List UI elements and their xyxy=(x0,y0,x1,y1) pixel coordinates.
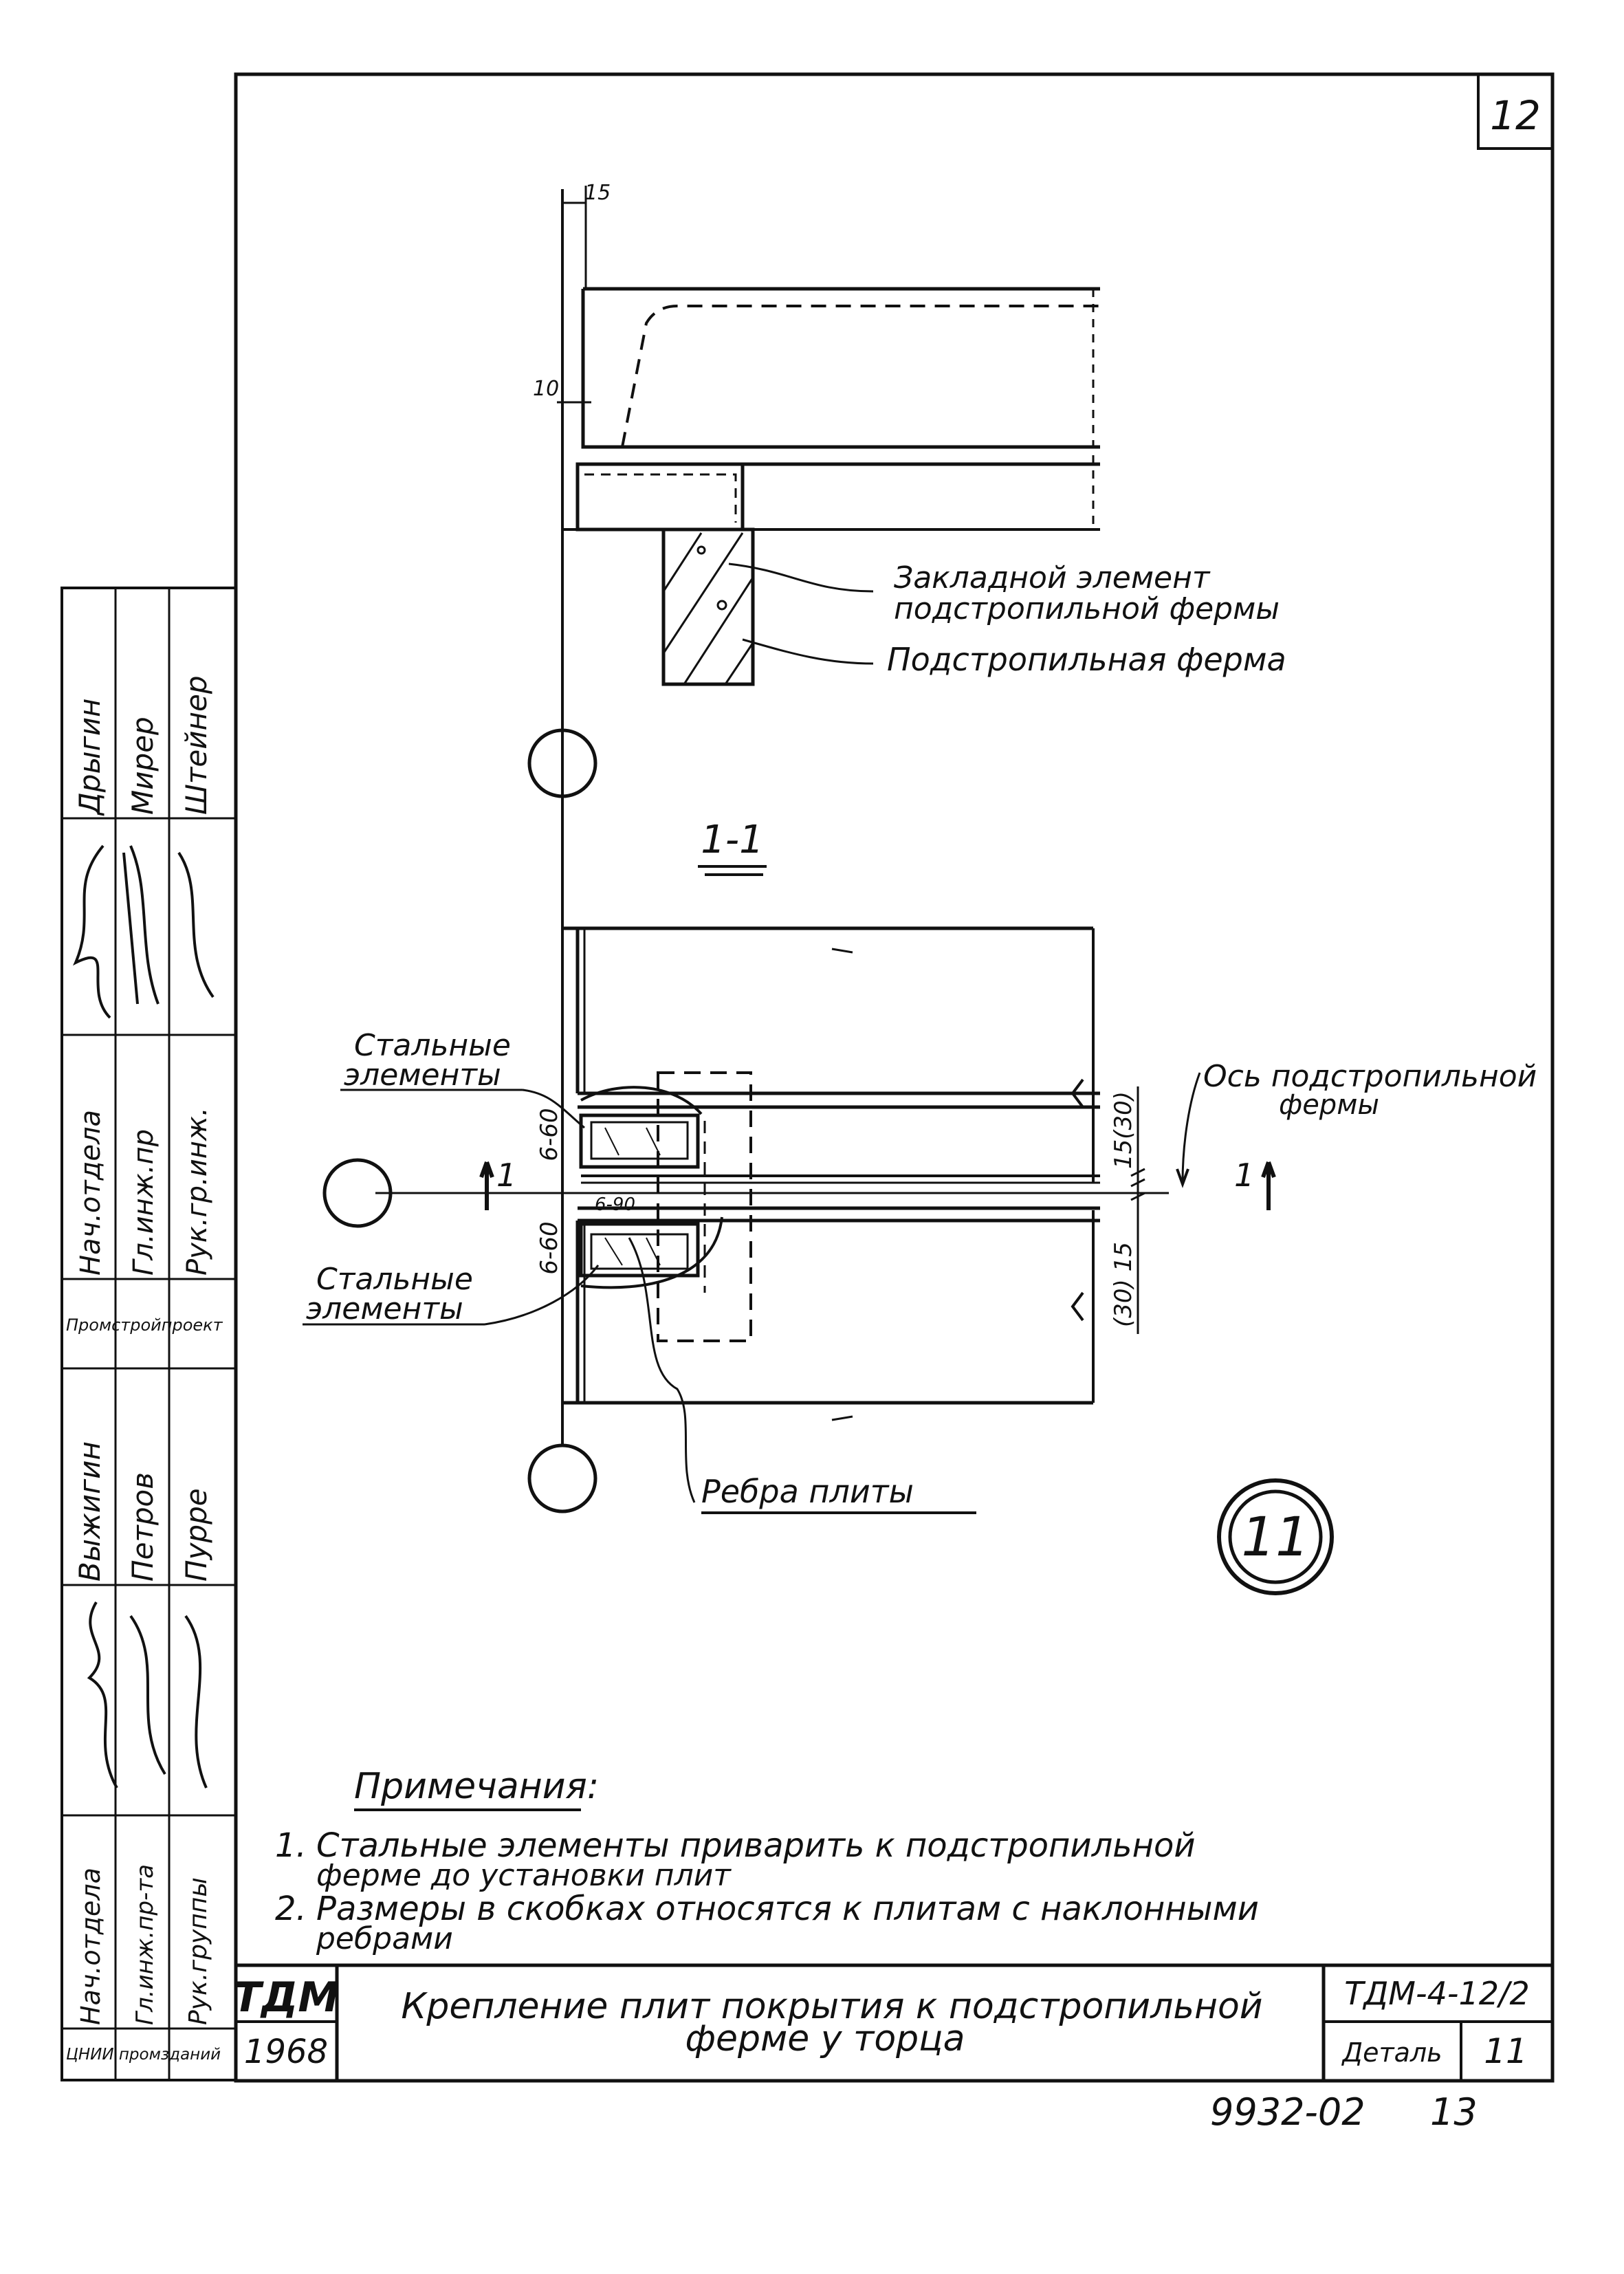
label-steel-bottom-2: элементы xyxy=(306,1291,463,1326)
detail-circle-inner xyxy=(1228,1489,1323,1584)
axis-bubble-left xyxy=(322,1158,393,1228)
dim-lower: (30) 15 xyxy=(1110,1242,1137,1327)
label-steel-bottom-1: Стальные xyxy=(316,1262,473,1297)
axis-bubble-top xyxy=(527,728,597,798)
stamp-name-5: Петров xyxy=(126,1472,160,1582)
label-embedded-1: Закладной элемент xyxy=(894,560,1211,595)
steel-element-top xyxy=(579,1113,700,1169)
label-truss: Подстропильная ферма xyxy=(887,641,1286,678)
slab-top xyxy=(581,287,1100,449)
title-detail-label: Деталь xyxy=(1341,2037,1442,2068)
title-line-2: ферме у торца xyxy=(685,2018,965,2059)
title-line-1: Крепление плит покрытия к подстропильной xyxy=(401,1986,1262,2027)
cut-mark-left: 1 xyxy=(496,1157,516,1194)
note-2-num: 2. xyxy=(275,1890,307,1928)
archive-number: 9932-02 13 xyxy=(1210,2090,1478,2134)
stamp-role-1: Нач.отдела xyxy=(75,1110,107,1276)
title-code: ТДМ-4-12/2 xyxy=(1344,1975,1530,2012)
truss-section xyxy=(661,527,755,686)
detail-circle-outer xyxy=(1217,1478,1334,1595)
title-org: ТДМ xyxy=(233,1974,339,2022)
note-2-line-1: Размеры в скобках относятся к плитам с н… xyxy=(316,1890,1259,1928)
dim-10: 10 xyxy=(533,377,559,401)
signature-2 xyxy=(129,845,215,1005)
cut-mark-right: 1 xyxy=(1234,1157,1254,1194)
notes-heading: Примечания: xyxy=(354,1766,599,1807)
label-axis-2: фермы xyxy=(1279,1089,1379,1121)
signature-1 xyxy=(73,844,139,1019)
stamp-name-6: Пурре xyxy=(179,1488,213,1582)
slab-reinforcement xyxy=(621,305,1100,448)
label-steel-top-2: элементы xyxy=(344,1058,501,1093)
weld-label-top: 6-60 xyxy=(536,1108,563,1161)
stamp-name-2: Мирер xyxy=(126,717,160,815)
title-detail-value: 11 xyxy=(1484,2031,1528,2071)
stamp-institute: ЦНИИ промзданий xyxy=(66,2046,221,2064)
weld-contour-top xyxy=(580,1086,703,1115)
note-1-num: 1. xyxy=(275,1826,307,1865)
detail-number: 11 xyxy=(1241,1507,1309,1568)
stamp-role-5: Гл.инж.пр-та xyxy=(131,1864,159,2025)
weld-contour-bottom xyxy=(580,1216,723,1289)
section-mark: 1-1 xyxy=(701,818,763,862)
section-1-1: 15 10 Закладной элемент подстропильной ф… xyxy=(527,181,1286,997)
axis-bubble-bottom xyxy=(527,1443,597,1513)
weld-label-bottom: 6-60 xyxy=(536,1221,563,1274)
archive-code: 9932-02 xyxy=(1210,2090,1365,2134)
notes: Примечания: 1. Стальные элементы привари… xyxy=(275,1766,1259,1956)
side-stamp: Нач.отдела Гл.инж.пр Рук.гр.инж. Дрыгин … xyxy=(61,587,237,2081)
label-embedded-2: подстропильной фермы xyxy=(894,591,1280,626)
title-year: 1968 xyxy=(244,2033,328,2071)
stamp-name-1: Дрыгин xyxy=(73,699,107,816)
title-block: ТДМ 1968 Крепление плит покрытия к подст… xyxy=(233,1963,1552,2081)
stamp-role-6: Рук.группы xyxy=(184,1877,212,2025)
stamp-role-3: Рук.гр.инж. xyxy=(182,1107,213,1276)
signature-3 xyxy=(87,1601,208,1789)
stamp-name-4: Выжигин xyxy=(73,1441,107,1582)
stamp-role-4: Нач.отдела xyxy=(76,1868,106,2025)
note-1-line-2: ферме до установки плит xyxy=(316,1858,732,1893)
weld-label-mid: 6-90 xyxy=(595,1194,635,1215)
stamp-name-3: Штейнер xyxy=(179,676,213,815)
label-ribs: Ребра плиты xyxy=(701,1473,914,1510)
note-2-line-2: ребрами xyxy=(316,1921,453,1956)
dim-15: 15 xyxy=(584,181,611,205)
label-steel-top-1: Стальные xyxy=(354,1028,511,1063)
label-axis-1: Ось подстропильной xyxy=(1203,1059,1537,1094)
steel-element-bottom xyxy=(579,1222,700,1278)
archive-page: 13 xyxy=(1430,2090,1478,2134)
stamp-role-2: Гл.инж.пр xyxy=(128,1129,160,1276)
column-head-dashed xyxy=(657,1071,752,1342)
stamp-org-name: Промстройпроект xyxy=(66,1315,223,1335)
note-1-line-1: Стальные элементы приварить к подстропил… xyxy=(316,1826,1196,1865)
sheet-number: 12 xyxy=(1490,92,1541,139)
plan-view: 6-60 6-60 6-90 Стальные элементы Стальны… xyxy=(303,908,1537,1595)
dim-upper: 15(30) xyxy=(1110,1091,1137,1169)
